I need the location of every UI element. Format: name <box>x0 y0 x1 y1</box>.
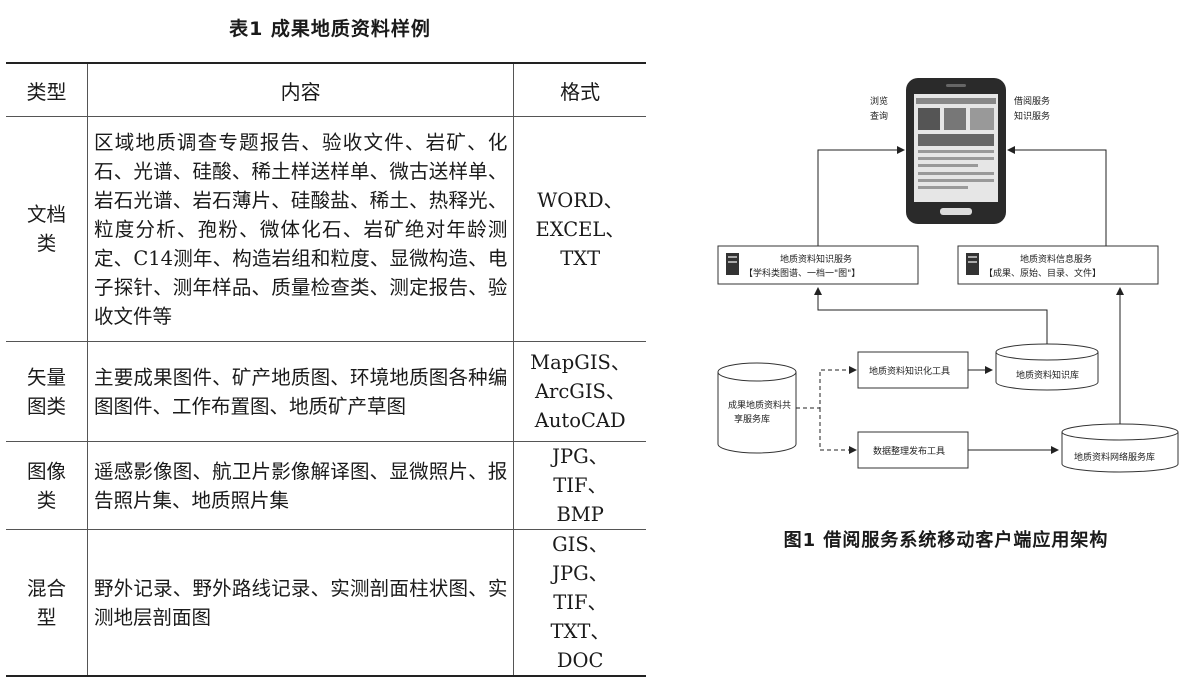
sample-table: 类型 内容 格式 文档类 区域地质调查专题报告、验收文件、岩矿、化石、光谱、硅酸… <box>6 62 646 677</box>
header-type: 类型 <box>6 62 89 117</box>
table-header-row: 类型 内容 格式 <box>6 62 646 117</box>
table-row: 混合型 野外记录、野外路线记录、实测剖面柱状图、实测地层剖面图 GIS、JPG、… <box>6 529 646 677</box>
shared-db-label-1: 成果地质资料共 <box>728 399 791 411</box>
network-db-label: 地质资料网络服务库 <box>1074 451 1155 463</box>
label-query: 查询 <box>870 110 888 122</box>
row-type: 图像类 <box>6 441 89 530</box>
publish-tool-label: 数据整理发布工具 <box>873 445 945 457</box>
row-type: 混合型 <box>6 529 89 677</box>
knowledge-service-title: 地质资料知识服务 <box>780 253 852 265</box>
shared-database: 成果地质资料共 享服务库 <box>717 362 797 454</box>
knowledge-service-box: 地质资料知识服务 【学科类图谱、一档一"图"】 <box>717 245 919 285</box>
row-content: 区域地质调查专题报告、验收文件、岩矿、化石、光谱、硅酸、稀土样送样单、微古送样单… <box>87 116 515 342</box>
publish-tool-box: 数据整理发布工具 <box>857 431 969 469</box>
row-format: JPG、TIF、BMP <box>513 441 646 530</box>
row-format: WORD、EXCEL、TXT <box>513 116 646 342</box>
row-format: MapGIS、ArcGIS、AutoCAD <box>513 341 646 442</box>
knowledge-database: 地质资料知识库 <box>995 343 1099 391</box>
shared-db-label-2: 享服务库 <box>734 413 770 425</box>
row-format: GIS、JPG、TIF、TXT、DOC <box>513 529 646 677</box>
row-type: 矢量图类 <box>6 341 89 442</box>
header-content: 内容 <box>87 62 515 117</box>
header-format: 格式 <box>513 62 646 117</box>
table-row: 文档类 区域地质调查专题报告、验收文件、岩矿、化石、光谱、硅酸、稀土样送样单、微… <box>6 116 646 342</box>
knowledge-tool-label: 地质资料知识化工具 <box>869 365 950 377</box>
network-database: 地质资料网络服务库 <box>1061 423 1179 473</box>
label-browse: 浏览 <box>870 95 888 107</box>
table-title: 表1 成果地质资料样例 <box>229 18 431 40</box>
architecture-diagram: 浏览 查询 借阅服务 知识服务 地质资料知识服务 【学科类图谱、一档一"图"】 … <box>717 78 1179 473</box>
knowledge-db-label: 地质资料知识库 <box>1016 369 1079 381</box>
info-service-subtitle: 【成果、原始、目录、文件】 <box>984 267 1101 279</box>
table-row: 图像类 遥感影像图、航卫片影像解译图、显微照片、报告照片集、地质照片集 JPG、… <box>6 441 646 530</box>
info-service-box: 地质资料信息服务 【成果、原始、目录、文件】 <box>957 245 1159 285</box>
row-content: 野外记录、野外路线记录、实测剖面柱状图、实测地层剖面图 <box>87 529 515 677</box>
info-service-title: 地质资料信息服务 <box>1020 253 1092 265</box>
row-type: 文档类 <box>6 116 89 342</box>
row-content: 主要成果图件、矿产地质图、环境地质图各种编图图件、工作布置图、地质矿产草图 <box>87 341 515 442</box>
row-content: 遥感影像图、航卫片影像解译图、显微照片、报告照片集、地质照片集 <box>87 441 515 530</box>
knowledge-service-subtitle: 【学科类图谱、一档一"图"】 <box>744 267 860 279</box>
figure-caption: 图1 借阅服务系统移动客户端应用架构 <box>783 530 1109 551</box>
label-knowledge-service: 知识服务 <box>1014 110 1050 122</box>
table-row: 矢量图类 主要成果图件、矿产地质图、环境地质图各种编图图件、工作布置图、地质矿产… <box>6 341 646 442</box>
phone-icon <box>906 78 1006 224</box>
label-borrow-service: 借阅服务 <box>1014 95 1050 107</box>
knowledge-tool-box: 地质资料知识化工具 <box>857 351 969 389</box>
